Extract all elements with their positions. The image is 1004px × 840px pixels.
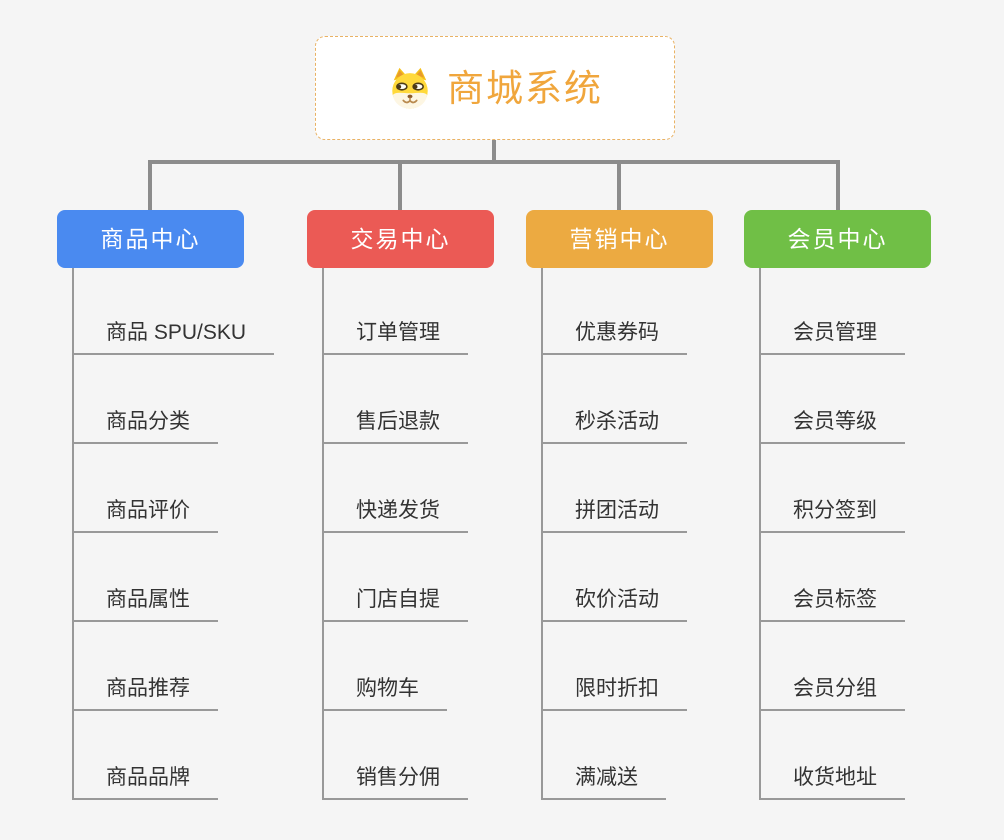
branch-label: 营销中心 bbox=[569, 225, 670, 252]
connector-horizontal-bar bbox=[148, 160, 840, 164]
sub-item-label[interactable]: 商品分类 bbox=[72, 410, 218, 444]
sub-item: 商品属性 bbox=[72, 533, 274, 622]
root-node-mall-system[interactable]: 商城系统 bbox=[315, 36, 675, 140]
sub-item: 积分签到 bbox=[759, 444, 905, 533]
sub-item-label[interactable]: 收货地址 bbox=[759, 766, 905, 800]
connector-drop-branch-1 bbox=[148, 160, 152, 210]
sub-item-label[interactable]: 会员管理 bbox=[759, 321, 905, 355]
sub-item-label[interactable]: 会员分组 bbox=[759, 677, 905, 711]
branch-node-member-center[interactable]: 会员中心 bbox=[744, 210, 931, 268]
sub-item-label[interactable]: 售后退款 bbox=[322, 410, 468, 444]
branch-label: 商品中心 bbox=[100, 225, 201, 252]
sub-item: 商品 SPU/SKU bbox=[72, 268, 275, 355]
sub-item-label[interactable]: 订单管理 bbox=[322, 321, 468, 355]
sub-item: 会员管理 bbox=[759, 268, 905, 355]
branch-node-product-center[interactable]: 商品中心 bbox=[57, 210, 244, 268]
sub-item: 快递发货 bbox=[322, 444, 468, 533]
sub-item-label[interactable]: 商品评价 bbox=[72, 499, 218, 533]
sub-item-label[interactable]: 快递发货 bbox=[322, 499, 468, 533]
sub-column-member-center: 会员管理 会员等级 积分签到 会员标签 会员分组 收货地址 bbox=[759, 268, 905, 800]
sub-item-label[interactable]: 砍价活动 bbox=[541, 588, 687, 622]
sub-item-label[interactable]: 拼团活动 bbox=[541, 499, 687, 533]
branch-node-marketing-center[interactable]: 营销中心 bbox=[526, 210, 713, 268]
sub-item: 订单管理 bbox=[322, 268, 468, 355]
sub-item: 商品品牌 bbox=[72, 711, 274, 800]
branch-label: 会员中心 bbox=[787, 225, 888, 252]
connector-root-drop bbox=[492, 140, 496, 162]
sub-item: 会员分组 bbox=[759, 622, 905, 711]
sub-item: 商品分类 bbox=[72, 355, 274, 444]
sub-item-label[interactable]: 会员标签 bbox=[759, 588, 905, 622]
sub-item: 销售分佣 bbox=[322, 711, 468, 800]
sub-item-label[interactable]: 商品品牌 bbox=[72, 766, 218, 800]
root-title: 商城系统 bbox=[447, 67, 603, 109]
sub-item: 秒杀活动 bbox=[541, 355, 687, 444]
connector-drop-branch-4 bbox=[836, 160, 840, 210]
sub-item-label[interactable]: 购物车 bbox=[322, 677, 447, 711]
sub-item-label[interactable]: 商品推荐 bbox=[72, 677, 218, 711]
branch-node-trade-center[interactable]: 交易中心 bbox=[307, 210, 494, 268]
sub-item: 商品推荐 bbox=[72, 622, 274, 711]
sub-column-product-center: 商品 SPU/SKU 商品分类 商品评价 商品属性 商品推荐 商品品牌 bbox=[72, 268, 275, 800]
connector-drop-branch-2 bbox=[398, 160, 402, 210]
sub-item-label[interactable]: 限时折扣 bbox=[541, 677, 687, 711]
sub-item-label[interactable]: 商品 SPU/SKU bbox=[72, 321, 275, 355]
sub-item: 限时折扣 bbox=[541, 622, 687, 711]
sub-item: 拼团活动 bbox=[541, 444, 687, 533]
sub-column-trade-center: 订单管理 售后退款 快递发货 门店自提 购物车 销售分佣 bbox=[322, 268, 468, 800]
sub-item-label[interactable]: 优惠券码 bbox=[541, 321, 687, 355]
sub-item: 收货地址 bbox=[759, 711, 905, 800]
shiba-dog-icon bbox=[392, 67, 428, 109]
sub-item: 会员标签 bbox=[759, 533, 905, 622]
sub-item-label[interactable]: 积分签到 bbox=[759, 499, 905, 533]
sub-item: 优惠券码 bbox=[541, 268, 687, 355]
branch-label: 交易中心 bbox=[350, 225, 451, 252]
sub-item-label[interactable]: 销售分佣 bbox=[322, 766, 468, 800]
sub-item-label[interactable]: 商品属性 bbox=[72, 588, 218, 622]
sub-item: 门店自提 bbox=[322, 533, 468, 622]
sub-item: 售后退款 bbox=[322, 355, 468, 444]
sub-item: 满减送 bbox=[541, 711, 687, 800]
sub-item-label[interactable]: 会员等级 bbox=[759, 410, 905, 444]
sub-item: 商品评价 bbox=[72, 444, 274, 533]
sub-item-label[interactable]: 门店自提 bbox=[322, 588, 468, 622]
sub-column-marketing-center: 优惠券码 秒杀活动 拼团活动 砍价活动 限时折扣 满减送 bbox=[541, 268, 687, 800]
sub-item: 砍价活动 bbox=[541, 533, 687, 622]
sub-item: 购物车 bbox=[322, 622, 468, 711]
sub-item-label[interactable]: 满减送 bbox=[541, 766, 666, 800]
sub-item: 会员等级 bbox=[759, 355, 905, 444]
sub-item-label[interactable]: 秒杀活动 bbox=[541, 410, 687, 444]
connector-drop-branch-3 bbox=[617, 160, 621, 210]
